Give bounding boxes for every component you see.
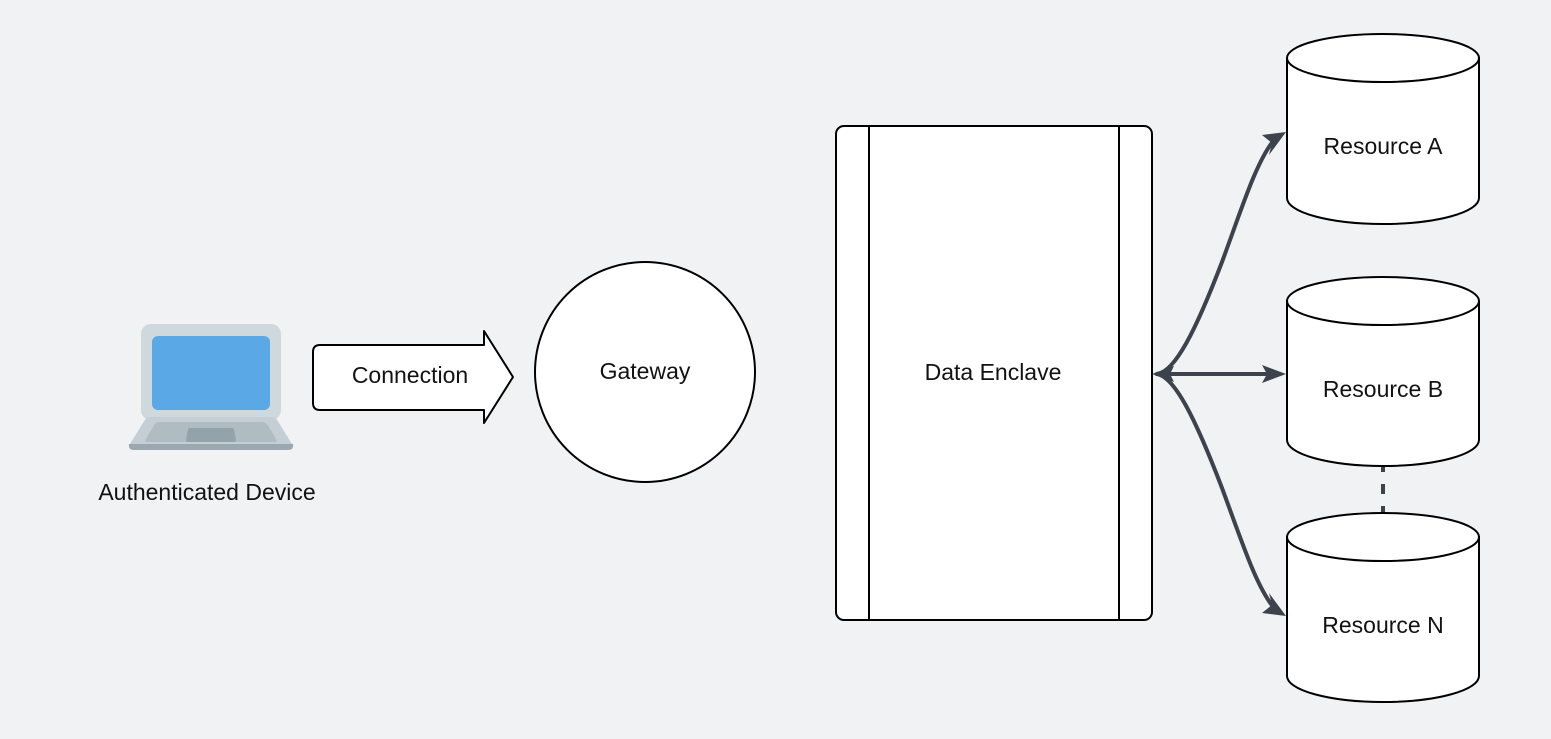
laptop-foot xyxy=(128,444,294,450)
data-enclave-label: Data Enclave xyxy=(925,359,1062,385)
resource-n-node[interactable]: Resource N xyxy=(1286,512,1480,703)
arrowhead-resource-b-icon xyxy=(1262,365,1286,383)
edge-enclave-to-resource-n xyxy=(1155,372,1276,610)
enclave-to-resources-connectors xyxy=(1152,132,1286,616)
resource-a-label: Resource A xyxy=(1324,133,1444,159)
arrowhead-resource-n-icon xyxy=(1262,593,1286,616)
device-caption: Authenticated Device xyxy=(98,479,315,505)
laptop-screen xyxy=(152,336,270,410)
gateway-node[interactable]: Gateway xyxy=(534,261,756,483)
laptop-icon xyxy=(128,324,294,450)
resource-b-node[interactable]: Resource B xyxy=(1286,276,1480,467)
resource-a-node[interactable]: Resource A xyxy=(1286,33,1480,225)
connection-label: Connection xyxy=(352,362,468,388)
arrowhead-resource-a-icon xyxy=(1262,132,1286,155)
resource-n-label: Resource N xyxy=(1322,612,1443,638)
resource-b-label: Resource B xyxy=(1323,376,1443,402)
laptop-trackpad xyxy=(186,428,236,442)
gateway-label: Gateway xyxy=(600,358,691,384)
edge-enclave-to-resource-a xyxy=(1155,138,1276,376)
data-enclave-node[interactable]: Data Enclave xyxy=(835,125,1153,621)
connection-arrow[interactable]: Connection xyxy=(312,330,514,424)
